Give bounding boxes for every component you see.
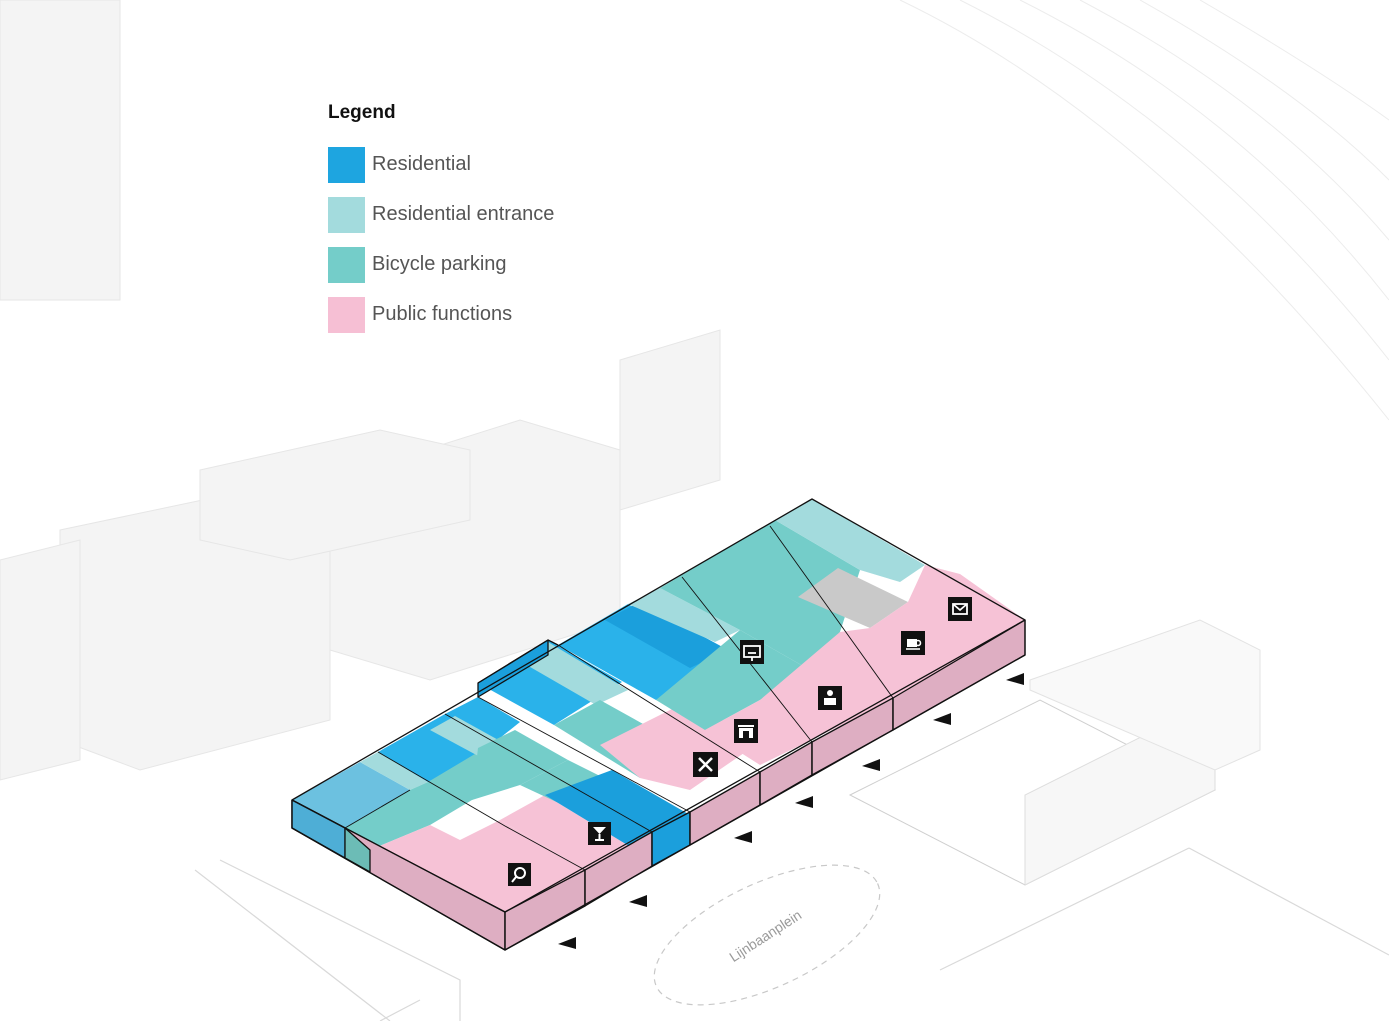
cocktail-icon [588, 822, 611, 845]
block-service [798, 568, 908, 628]
context-buildings [0, 0, 1261, 886]
legend-swatch-bicycle-parking [328, 247, 365, 283]
legend-title: Legend [328, 102, 396, 123]
block-residential-north-dark [605, 602, 728, 668]
context-curves [899, 0, 1389, 421]
legend-item-public-functions: Public functions [328, 297, 590, 333]
legend-label-public-functions: Public functions [372, 303, 513, 325]
square-label: Lijnbaanplein [726, 907, 804, 965]
search-person-icon [508, 863, 531, 886]
shop-icon [734, 719, 758, 743]
legend-label-residential: Residential [372, 153, 471, 175]
block-public-west [370, 820, 585, 912]
coffee-icon [901, 631, 925, 655]
context-lines [194, 847, 1389, 1021]
reading-icon [818, 686, 842, 710]
block-raised-entrance [518, 642, 628, 705]
block-bike-mid [472, 730, 568, 800]
block-public-east [705, 565, 1025, 765]
restaurant-icon [693, 752, 718, 777]
legend-panel: Legend Residential Residential entrance … [310, 88, 590, 370]
mail-icon [948, 597, 972, 621]
block-entrance-northeast [775, 499, 925, 582]
legend-swatch-public-functions [328, 297, 365, 333]
legend-label-bicycle-parking: Bicycle parking [372, 253, 507, 275]
block-west-entrance [360, 752, 428, 790]
legend-swatch-residential [328, 147, 365, 183]
building-block [291, 498, 1026, 951]
block-bike-north [656, 630, 810, 730]
exhibition-icon [740, 640, 764, 664]
block-entrance-north [628, 588, 740, 642]
legend-item-bicycle-parking: Bicycle parking [328, 247, 590, 283]
block-bike-northeast [660, 520, 860, 670]
function-icons [508, 597, 972, 886]
block-residential-strip [445, 697, 520, 742]
block-west-residential [292, 762, 410, 828]
legend-label-residential-entrance: Residential entrance [372, 203, 555, 225]
legend-swatch-residential-entrance [328, 197, 365, 233]
legend-item-residential-entrance: Residential entrance [328, 197, 590, 233]
legend-item-residential: Residential [328, 147, 590, 183]
